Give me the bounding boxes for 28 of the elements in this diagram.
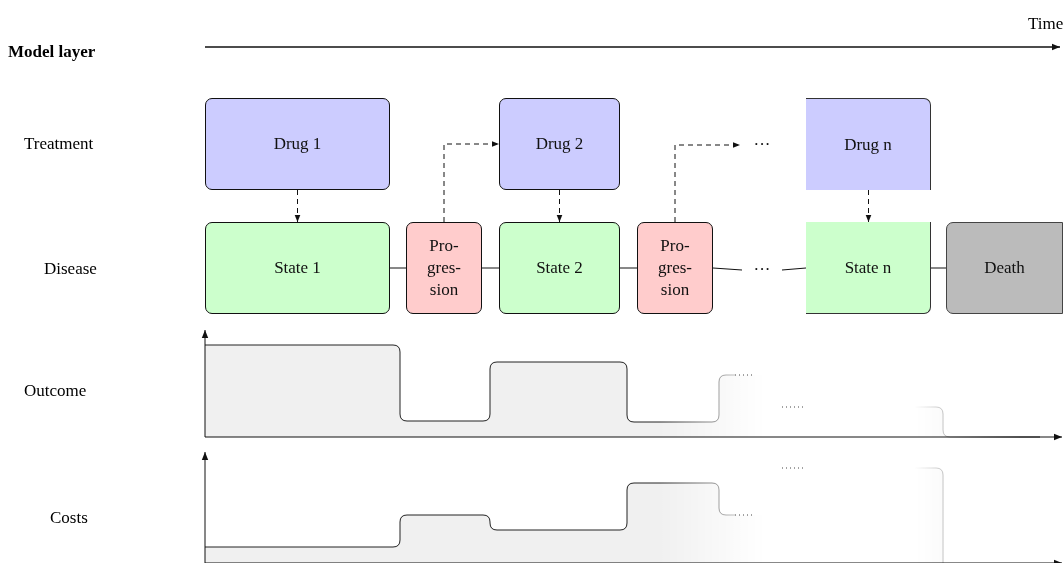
ellipsis-text: ··· <box>740 257 784 283</box>
progression-box: Pro- gres- sion <box>406 222 482 314</box>
row-label: Treatment <box>24 134 94 154</box>
dashed-arrow <box>443 141 500 223</box>
progression-box: Pro- gres- sion <box>637 222 713 314</box>
dashed-arrow <box>556 189 563 223</box>
row-label: Disease <box>44 259 97 279</box>
ellipsis-text: ··· <box>740 132 784 158</box>
treatment-box: Drug n <box>806 98 931 190</box>
row-label: Outcome <box>24 381 87 401</box>
death-box: Death <box>946 222 1063 314</box>
connector-line <box>619 267 638 269</box>
connector-line <box>481 267 500 269</box>
treatment-box: Drug 1 <box>205 98 390 190</box>
axis-label: Time <box>1028 14 1063 34</box>
connector-line <box>930 267 947 269</box>
connector-line <box>389 267 407 269</box>
dashed-arrow <box>865 189 872 223</box>
treatment-box: Drug 2 <box>499 98 620 190</box>
state-box: State n <box>806 222 931 314</box>
connector-line <box>781 267 807 271</box>
dashed-arrow <box>674 142 741 223</box>
row-heading: Model layer <box>8 42 96 62</box>
dashed-arrow <box>294 189 301 223</box>
row-label: Costs <box>50 508 88 528</box>
state-box: State 2 <box>499 222 620 314</box>
state-box: State 1 <box>205 222 390 314</box>
connector-line <box>712 267 743 271</box>
